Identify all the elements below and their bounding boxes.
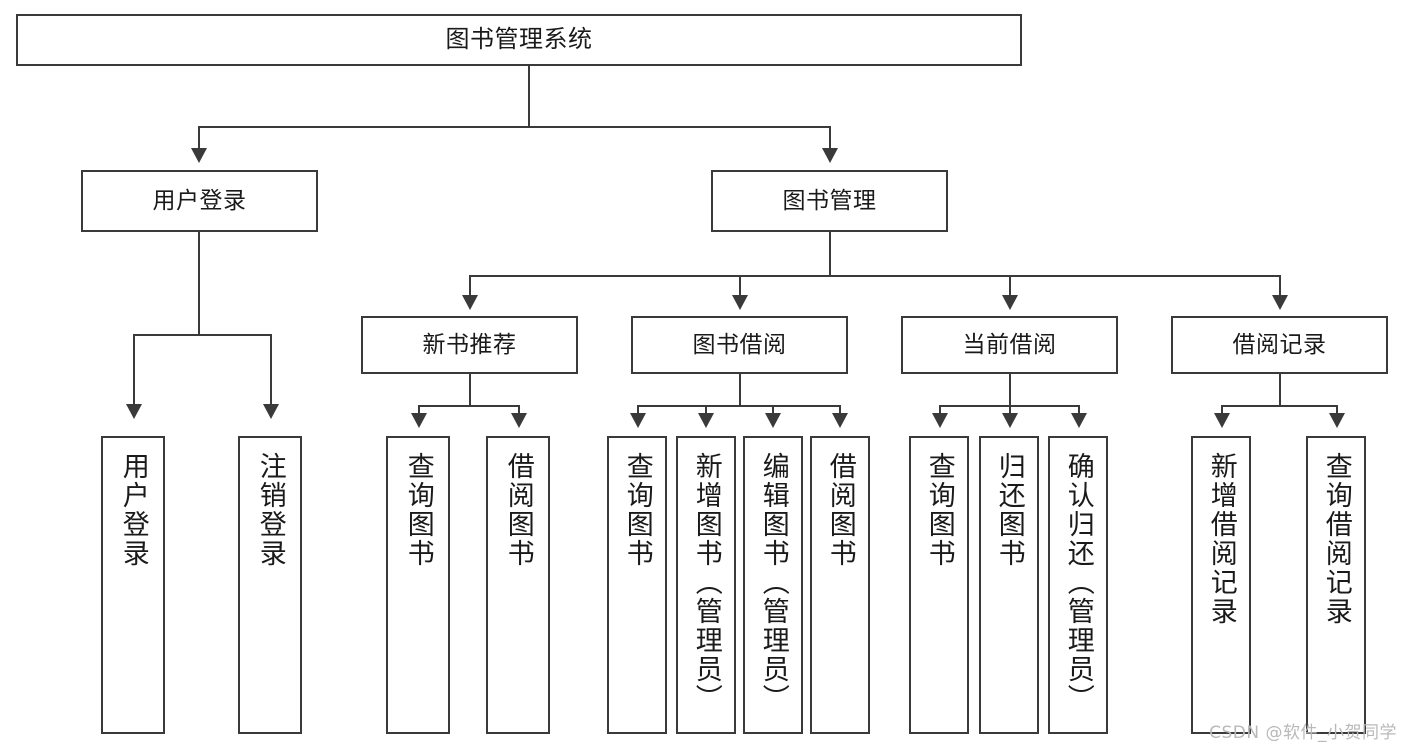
connector-root-drop-2 [829,126,832,150]
node-root-system[interactable]: 图书管理系统 [16,14,1022,66]
connector-borrow-record-drop-2 [1336,405,1339,415]
arrowhead-borrow-record-leaf-1 [1214,413,1230,428]
connector-book-borrow-drop-2 [705,405,708,415]
arrowhead-current-borrow-leaf-3 [1071,413,1087,428]
connector-current-borrow-drop-1 [939,405,942,415]
leaf-borrow-book[interactable]: 借阅图书 [810,436,870,734]
node-label: 借阅记录 [1232,331,1327,358]
connector-new-book-bus [419,405,520,408]
arrowhead-to-new-book [462,295,478,310]
node-label: 新增借阅记录 [1205,452,1237,626]
leaf-confirm-return-admin[interactable]: 确认归还（管理员） [1048,436,1108,734]
node-label: 归还图书 [993,452,1025,568]
connector-new-book-stem [469,374,472,407]
connector-book-manage-stem [829,232,832,277]
connector-user-login-drop-2 [270,334,273,406]
leaf-add-book-admin[interactable]: 新增图书（管理员） [676,436,736,734]
node-label: 借阅图书 [824,452,856,568]
connector-new-book-drop-1 [418,405,421,415]
node-label: 图书管理系统 [445,25,593,54]
connector-book-manage-bus [470,275,1280,278]
connector-book-borrow-drop-4 [839,405,842,415]
arrowhead-book-borrow-leaf-1 [630,413,646,428]
arrowhead-book-borrow-leaf-4 [832,413,848,428]
connector-book-manage-drop-2 [739,275,742,297]
arrowhead-to-user-login [191,148,207,163]
node-label: 编辑图书（管理员） [757,452,789,713]
node-label: 用户登录 [117,452,149,568]
node-label: 查询图书 [923,452,955,568]
arrowhead-book-borrow-leaf-2 [698,413,714,428]
node-label: 当前借阅 [962,331,1057,358]
leaf-query-book-borrow[interactable]: 查询图书 [607,436,667,734]
connector-borrow-record-stem [1279,374,1282,407]
connector-new-book-drop-2 [518,405,521,415]
leaf-return-book[interactable]: 归还图书 [979,436,1039,734]
connector-user-login-stem [198,232,201,336]
node-label: 新增图书（管理员） [690,452,722,713]
node-user-login[interactable]: 用户登录 [81,170,318,232]
connector-current-borrow-stem [1009,374,1012,407]
arrowhead-borrow-record-leaf-2 [1329,413,1345,428]
arrowhead-user-login-leaf-1 [126,404,142,419]
leaf-user-login[interactable]: 用户登录 [101,436,165,734]
node-label: 注销登录 [254,452,286,568]
connector-book-manage-drop-3 [1009,275,1012,297]
node-book-borrow[interactable]: 图书借阅 [631,316,848,374]
leaf-borrow-book-recommend[interactable]: 借阅图书 [486,436,550,734]
connector-book-borrow-drop-1 [637,405,640,415]
node-label: 图书借阅 [692,331,787,358]
arrowhead-book-borrow-leaf-3 [765,413,781,428]
arrowhead-current-borrow-leaf-2 [1002,413,1018,428]
arrowhead-user-login-leaf-2 [263,404,279,419]
arrowhead-to-current-borrow [1002,295,1018,310]
leaf-query-book-recommend[interactable]: 查询图书 [386,436,450,734]
connector-current-borrow-drop-3 [1078,405,1081,415]
arrowhead-to-book-borrow [732,295,748,310]
node-current-borrow[interactable]: 当前借阅 [901,316,1118,374]
node-label: 新书推荐 [422,331,517,358]
arrowhead-current-borrow-leaf-1 [932,413,948,428]
connector-user-login-bus [134,334,272,337]
node-label: 用户登录 [152,187,247,214]
node-label: 确认归还（管理员） [1062,452,1094,713]
connector-borrow-record-bus [1222,405,1338,408]
node-label: 查询借阅记录 [1320,452,1352,626]
connector-book-borrow-stem [739,374,742,407]
leaf-query-book-current[interactable]: 查询图书 [909,436,969,734]
node-label: 借阅图书 [502,452,534,568]
arrowhead-new-book-leaf-1 [411,413,427,428]
connector-book-manage-drop-1 [469,275,472,297]
leaf-add-borrow-record[interactable]: 新增借阅记录 [1191,436,1251,734]
connector-borrow-record-drop-1 [1221,405,1224,415]
connector-root-drop-1 [198,126,201,150]
connector-current-borrow-drop-2 [1009,405,1012,415]
leaf-edit-book-admin[interactable]: 编辑图书（管理员） [743,436,803,734]
node-label: 查询图书 [402,452,434,568]
leaf-query-borrow-record[interactable]: 查询借阅记录 [1306,436,1366,734]
node-label: 图书管理 [782,187,877,214]
arrowhead-to-book-manage [822,148,838,163]
arrowhead-to-borrow-record [1272,295,1288,310]
connector-book-manage-drop-4 [1279,275,1282,297]
leaf-logout[interactable]: 注销登录 [238,436,302,734]
node-book-management[interactable]: 图书管理 [711,170,948,232]
node-borrow-record[interactable]: 借阅记录 [1171,316,1388,374]
connector-user-login-drop-1 [133,334,136,406]
node-label: 查询图书 [621,452,653,568]
connector-book-borrow-bus [638,405,841,408]
connector-book-borrow-drop-3 [772,405,775,415]
connector-root-bus [199,126,830,129]
connector-root-stem [528,66,531,128]
arrowhead-new-book-leaf-2 [511,413,527,428]
node-new-book-recommend[interactable]: 新书推荐 [361,316,578,374]
